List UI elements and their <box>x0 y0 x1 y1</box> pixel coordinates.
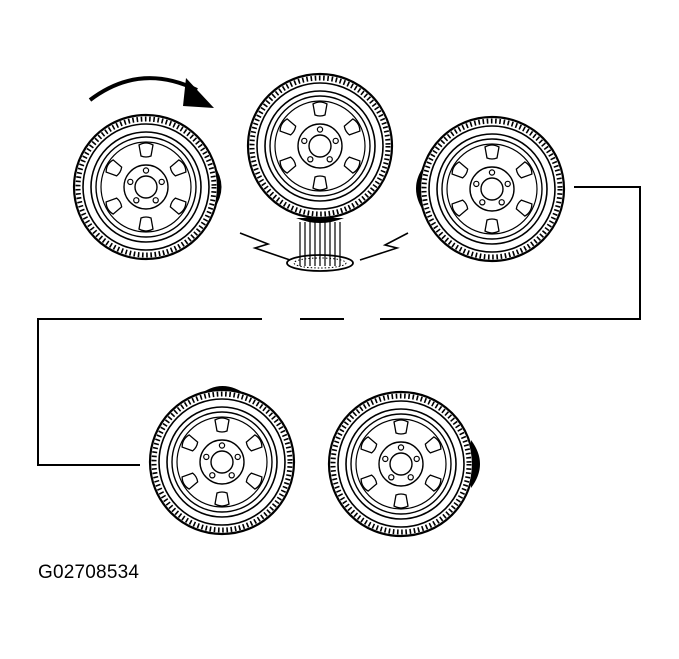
figure-id-label: G02708534 <box>38 562 140 583</box>
impact-lines <box>299 222 341 266</box>
wheel-icon <box>420 117 564 261</box>
wheel-impact <box>239 74 409 272</box>
connector-lines <box>37 186 641 466</box>
wheel-icon <box>248 74 392 218</box>
wheel-bulge-right <box>329 392 480 536</box>
wheel-bulge-top <box>150 386 294 534</box>
curved-arrow-icon <box>88 76 214 108</box>
wheel-icon <box>74 115 218 259</box>
wheel-after-impact <box>416 117 564 261</box>
pothole-ellipse <box>286 254 354 272</box>
lightning-icon <box>359 232 409 261</box>
lightning-icon <box>239 232 291 261</box>
wheel-icon <box>329 392 473 536</box>
wheel-rolling <box>74 115 222 259</box>
wheel-icon <box>150 390 294 534</box>
